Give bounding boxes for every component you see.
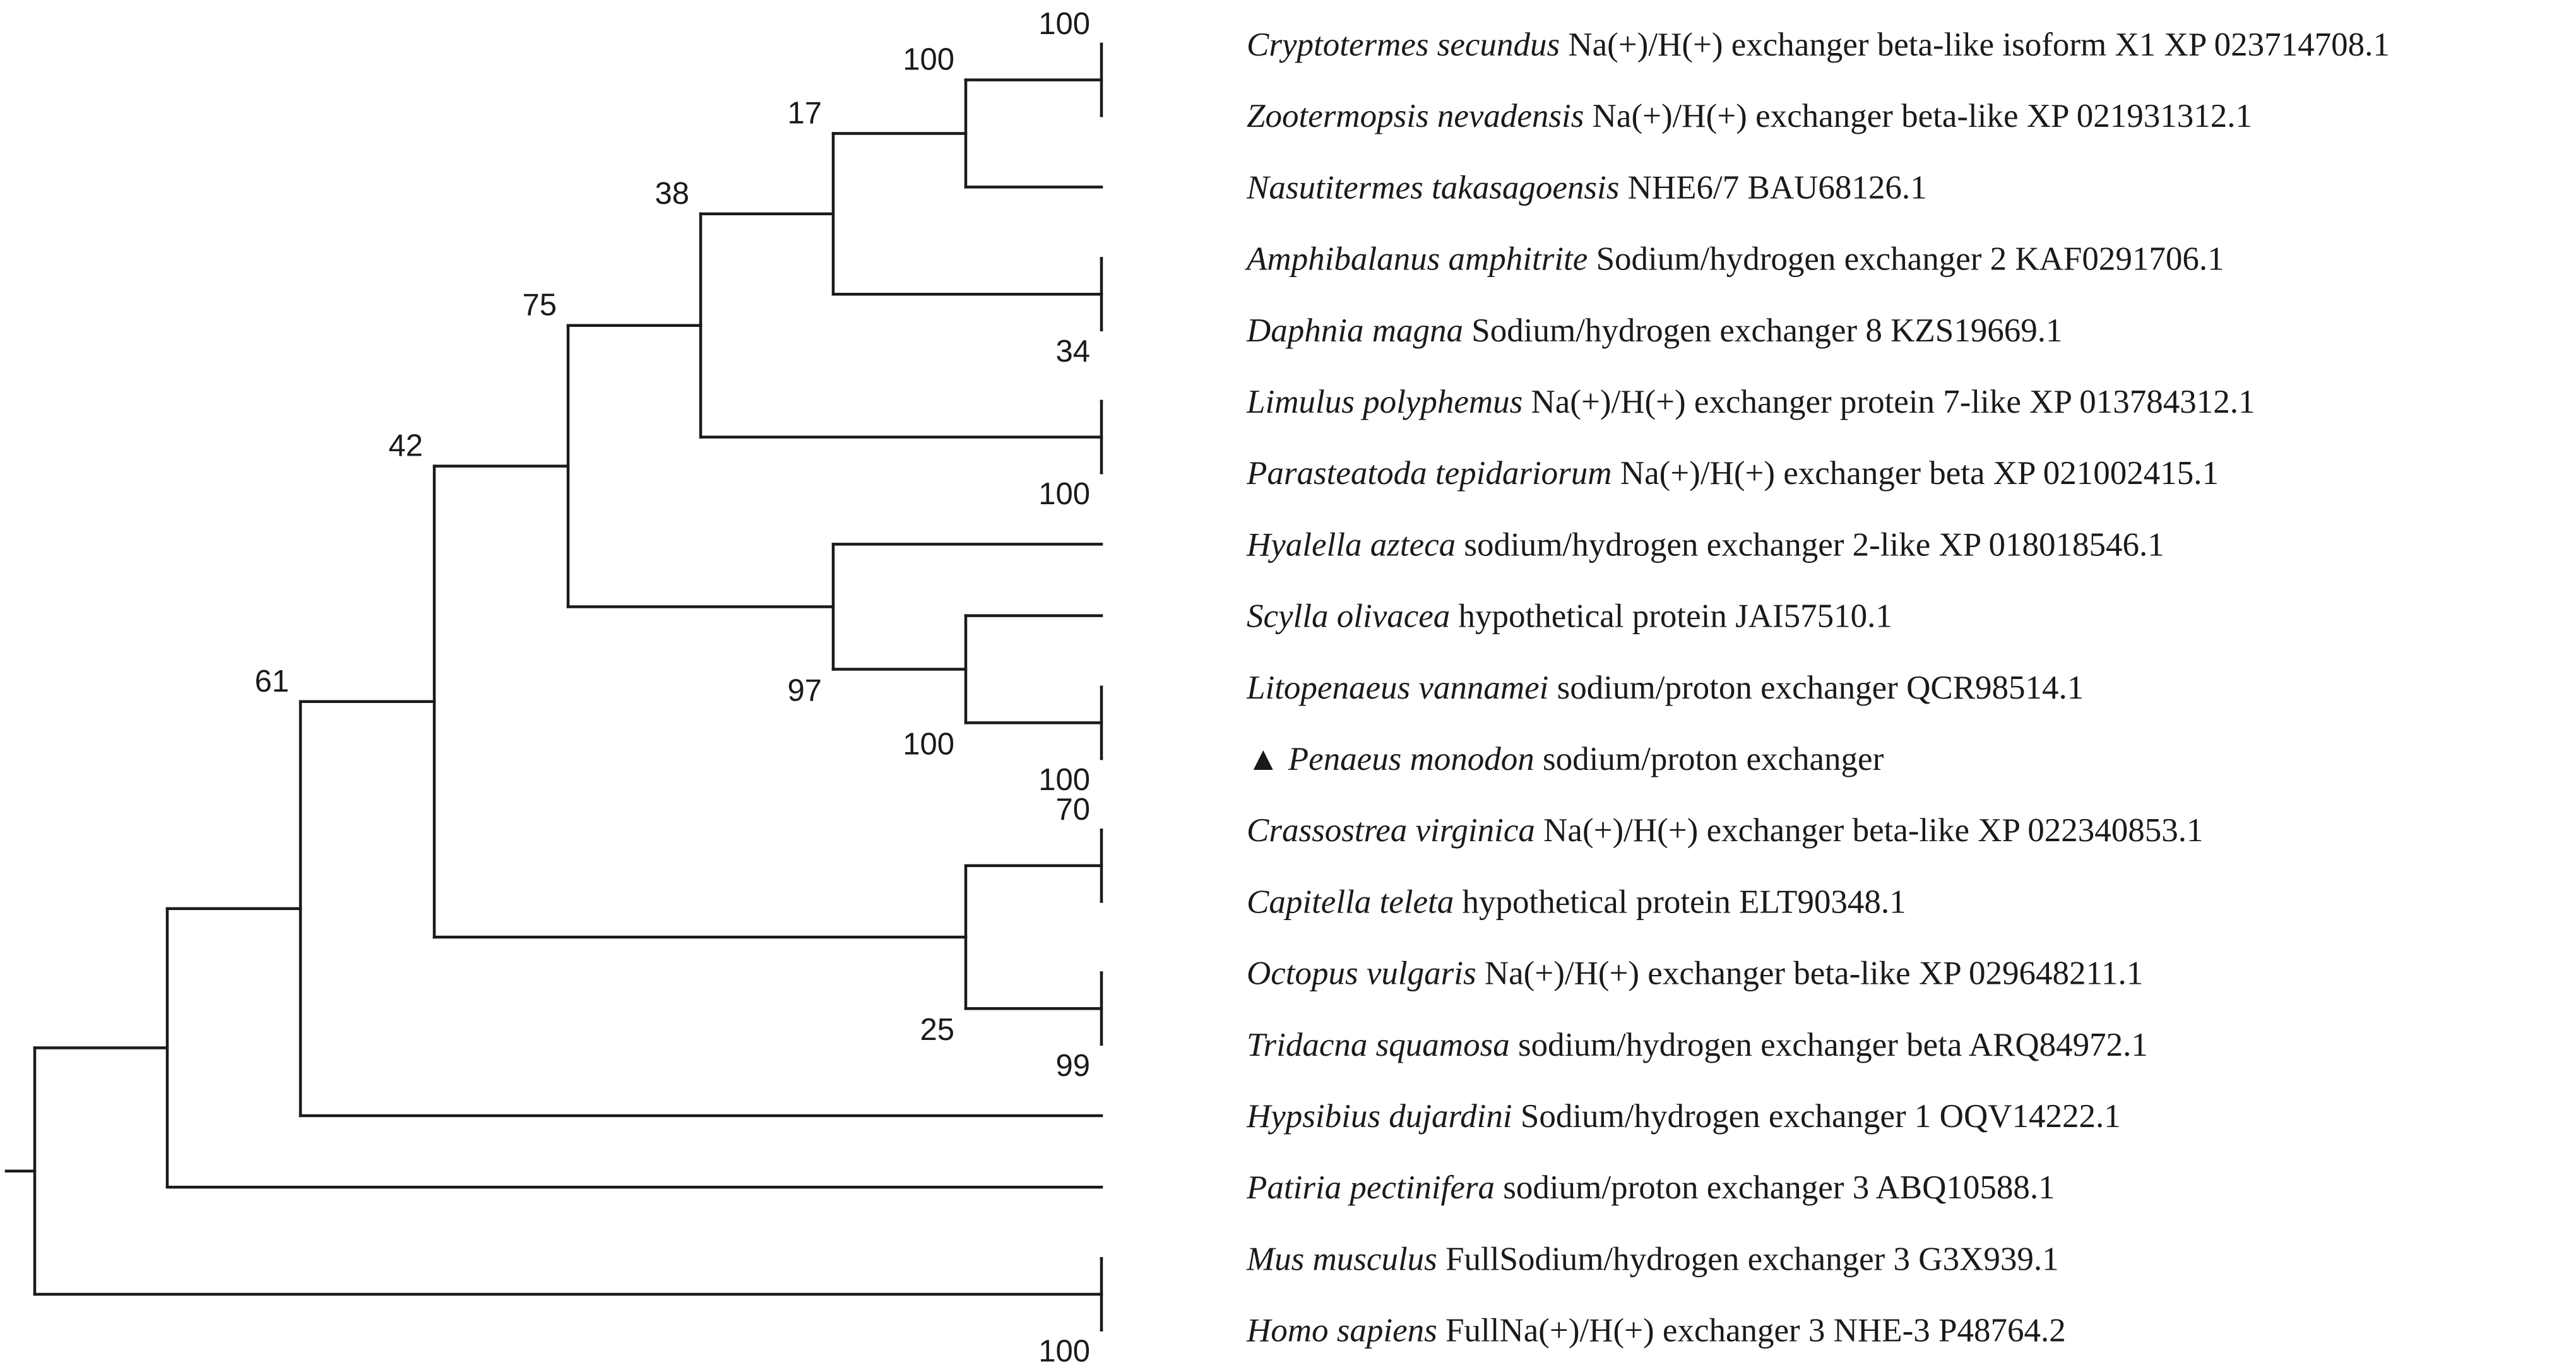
- bootstrap-value-arthB: 38: [655, 177, 689, 211]
- taxon-label: Patiria pectinifera sodium/proton exchan…: [1246, 1169, 2055, 1206]
- species-name: Hyalella azteca: [1246, 526, 1456, 563]
- protein-description: Na(+)/H(+) exchanger protein 7-like XP 0…: [1531, 384, 2255, 420]
- bootstrap-value-mh: 100: [1038, 1335, 1090, 1369]
- protein-description: FullNa(+)/H(+) exchanger 3 NHE-3 P48764.…: [1445, 1313, 2066, 1349]
- bootstrap-value-pro: 42: [388, 429, 423, 463]
- taxon-label: Tridacna squamosa sodium/hydrogen exchan…: [1247, 1027, 2148, 1063]
- species-name: Litopenaeus vannamei: [1246, 670, 1548, 706]
- bootstrap-value-ot: 99: [1055, 1049, 1090, 1083]
- protein-description: sodium/hydrogen exchanger 2-like XP 0180…: [1464, 526, 2164, 563]
- protein-description: FullSodium/hydrogen exchanger 3 G3X939.1: [1445, 1241, 2059, 1277]
- species-name: Hypsibius dujardini: [1246, 1098, 1512, 1135]
- protein-description: hypothetical protein ELT90348.1: [1463, 883, 1906, 920]
- protein-description: hypothetical protein JAI57510.1: [1459, 598, 1892, 635]
- species-name: Nasutitermes takasagoensis: [1246, 169, 1619, 206]
- protein-description: sodium/proton exchanger 3 ABQ10588.1: [1503, 1169, 2055, 1206]
- taxon-label: ▲ Penaeus monodon sodium/proton exchange…: [1247, 741, 1884, 777]
- protein-description: Na(+)/H(+) exchanger beta XP 021002415.1: [1620, 455, 2219, 492]
- species-name: Patiria pectinifera: [1246, 1169, 1495, 1206]
- protein-description: Na(+)/H(+) exchanger beta-like isoform X…: [1568, 27, 2390, 63]
- bootstrap-value-hy: 97: [787, 674, 822, 708]
- species-name: Crassostrea virginica: [1247, 812, 1535, 849]
- taxon-label: Limulus polyphemus Na(+)/H(+) exchanger …: [1246, 384, 2255, 420]
- species-name: Capitella teleta: [1247, 883, 1454, 920]
- taxon-label: Cryptotermes secundus Na(+)/H(+) exchang…: [1247, 27, 2390, 63]
- protein-description: Sodium/hydrogen exchanger 1 OQV14222.1: [1521, 1098, 2121, 1135]
- bootstrap-value-cc: 70: [1055, 793, 1090, 827]
- taxon-label: Zootermopsis nevadensis Na(+)/H(+) excha…: [1247, 98, 2252, 134]
- species-name: Zootermopsis nevadensis: [1247, 98, 1584, 134]
- protein-description: Sodium/hydrogen exchanger 8 KZS19669.1: [1471, 312, 2062, 349]
- protein-description: sodium/hydrogen exchanger beta ARQ84972.…: [1518, 1027, 2148, 1063]
- species-name: Parasteatoda tepidariorum: [1246, 455, 1612, 492]
- taxon-label: Scylla olivacea hypothetical protein JAI…: [1247, 598, 1892, 635]
- species-name: Mus musculus: [1246, 1241, 1437, 1277]
- species-name: Homo sapiens: [1246, 1313, 1437, 1349]
- taxon-label: Litopenaeus vannamei sodium/proton excha…: [1246, 670, 2084, 706]
- bootstrap-value-ccz: 100: [1038, 7, 1090, 41]
- protein-description: Na(+)/H(+) exchanger beta-like XP 021931…: [1593, 98, 2252, 134]
- taxon-label: Amphibalanus amphitrite Sodium/hydrogen …: [1245, 241, 2224, 278]
- taxon-label: Crassostrea virginica Na(+)/H(+) exchang…: [1247, 812, 2204, 849]
- species-name: Cryptotermes secundus: [1247, 27, 1560, 63]
- bootstrap-value-arthA: 17: [787, 97, 822, 131]
- taxon-label: Nasutitermes takasagoensis NHE6/7 BAU681…: [1246, 169, 1927, 206]
- species-name: Tridacna squamosa: [1247, 1027, 1510, 1063]
- bootstrap-value-lpm: 100: [1038, 763, 1090, 797]
- bootstrap-value-hyp: 61: [254, 664, 289, 699]
- taxon-label: Hypsibius dujardini Sodium/hydrogen exch…: [1246, 1098, 2121, 1135]
- bootstrap-value-sc: 100: [903, 727, 954, 761]
- bootstrap-value-lp: 100: [1038, 477, 1090, 511]
- taxon-label: Capitella teleta hypothetical protein EL…: [1247, 883, 1906, 920]
- taxon-label: Parasteatoda tepidariorum Na(+)/H(+) exc…: [1246, 455, 2219, 492]
- protein-description: Na(+)/H(+) exchanger beta-like XP 022340…: [1543, 812, 2203, 849]
- taxon-label: Hyalella azteca sodium/hydrogen exchange…: [1246, 526, 2164, 563]
- protein-description: sodium/proton exchanger QCR98514.1: [1557, 670, 2084, 706]
- species-name: Octopus vulgaris: [1247, 955, 1476, 992]
- tree-branches: [4, 42, 1103, 1332]
- bootstrap-value-arthAll: 75: [522, 288, 557, 322]
- taxon-label: Homo sapiens FullNa(+)/H(+) exchanger 3 …: [1246, 1313, 2066, 1349]
- bootstrap-value-ad: 34: [1055, 334, 1090, 369]
- taxon-label: Daphnia magna Sodium/hydrogen exchanger …: [1246, 312, 2062, 349]
- species-name: Daphnia magna: [1246, 312, 1463, 349]
- taxon-label: Octopus vulgaris Na(+)/H(+) exchanger be…: [1247, 955, 2143, 992]
- bootstrap-value-mol: 25: [920, 1013, 954, 1047]
- species-name: Scylla olivacea: [1247, 598, 1450, 635]
- bootstrap-value-ccn: 100: [903, 43, 954, 77]
- species-name: Penaeus monodon: [1288, 741, 1534, 777]
- protein-description: sodium/proton exchanger: [1543, 741, 1884, 777]
- protein-description: NHE6/7 BAU68126.1: [1628, 169, 1927, 206]
- species-name: Limulus polyphemus: [1246, 384, 1522, 420]
- protein-description: Na(+)/H(+) exchanger beta-like XP 029648…: [1485, 955, 2143, 992]
- taxon-labels: Cryptotermes secundus Na(+)/H(+) exchang…: [1245, 27, 2390, 1349]
- taxon-label: Mus musculus FullSodium/hydrogen exchang…: [1246, 1241, 2059, 1277]
- protein-description: Sodium/hydrogen exchanger 2 KAF0291706.1: [1596, 241, 2224, 278]
- bootstrap-values: 100 100 17 34 100 38 97 100 100 75 70 99 25 42 61 100: [254, 7, 1090, 1369]
- triangle-marker-icon: ▲: [1247, 741, 1279, 777]
- species-name: Amphibalanus amphitrite: [1245, 241, 1588, 278]
